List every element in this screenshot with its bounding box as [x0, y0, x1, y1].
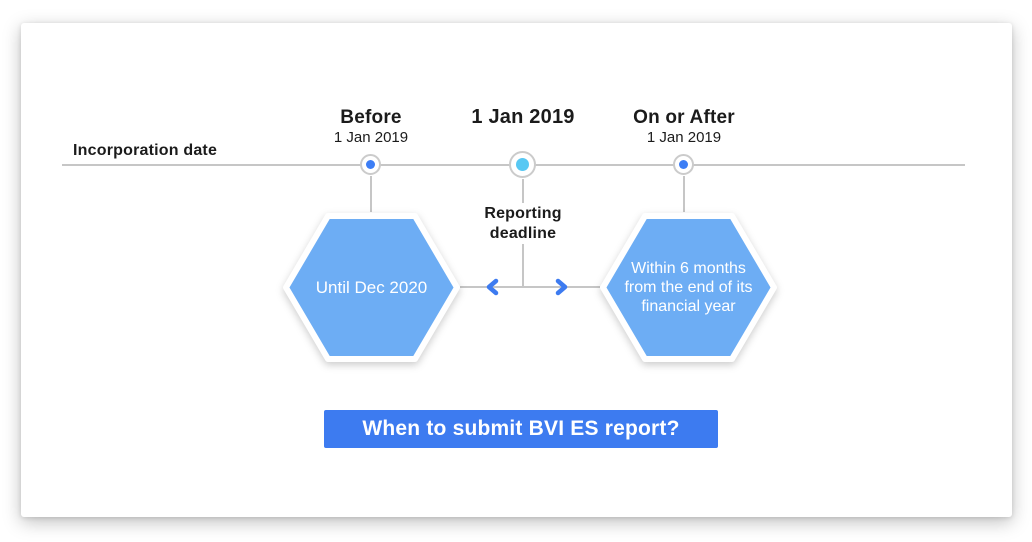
chevron-left-icon [486, 278, 499, 296]
diagram-card: Incorporation date Before 1 Jan 2019 1 J… [21, 23, 1012, 517]
marker-after-stem [683, 176, 685, 212]
marker-before-subtitle: 1 Jan 2019 [333, 129, 409, 146]
marker-after-title: On or After [633, 107, 735, 128]
marker-before-stem [370, 176, 372, 212]
reporting-deadline-label: Reporting deadline [484, 205, 562, 242]
hexagon-shape [600, 213, 777, 362]
marker-center-stem-lower [522, 244, 524, 287]
hexagon-before-label: Until Dec 2020 [315, 277, 428, 297]
title-banner-label: When to submit BVI ES report? [362, 417, 680, 440]
hexagon-after-label: Within 6 months from the end of its fina… [624, 260, 753, 315]
marker-after-dot [679, 160, 688, 169]
marker-before-ring [360, 154, 381, 175]
chevron-right-icon [555, 278, 568, 296]
marker-before-title: Before [340, 107, 402, 128]
hexagon-connector-line [460, 286, 600, 288]
marker-center-ring [509, 151, 536, 178]
marker-center-stem-upper [522, 179, 524, 203]
marker-before-dot [366, 160, 375, 169]
hexagon-before: Until Dec 2020 [283, 212, 460, 363]
marker-center-title: 1 Jan 2019 [471, 106, 575, 128]
hexagon-after: Within 6 months from the end of its fina… [600, 212, 777, 363]
timeline-axis-label: Incorporation date [73, 142, 218, 159]
hexagon-shape [283, 213, 460, 362]
title-banner: When to submit BVI ES report? [324, 410, 718, 448]
marker-after-ring [673, 154, 694, 175]
marker-after-subtitle: 1 Jan 2019 [646, 129, 722, 146]
marker-center-dot [516, 158, 529, 171]
